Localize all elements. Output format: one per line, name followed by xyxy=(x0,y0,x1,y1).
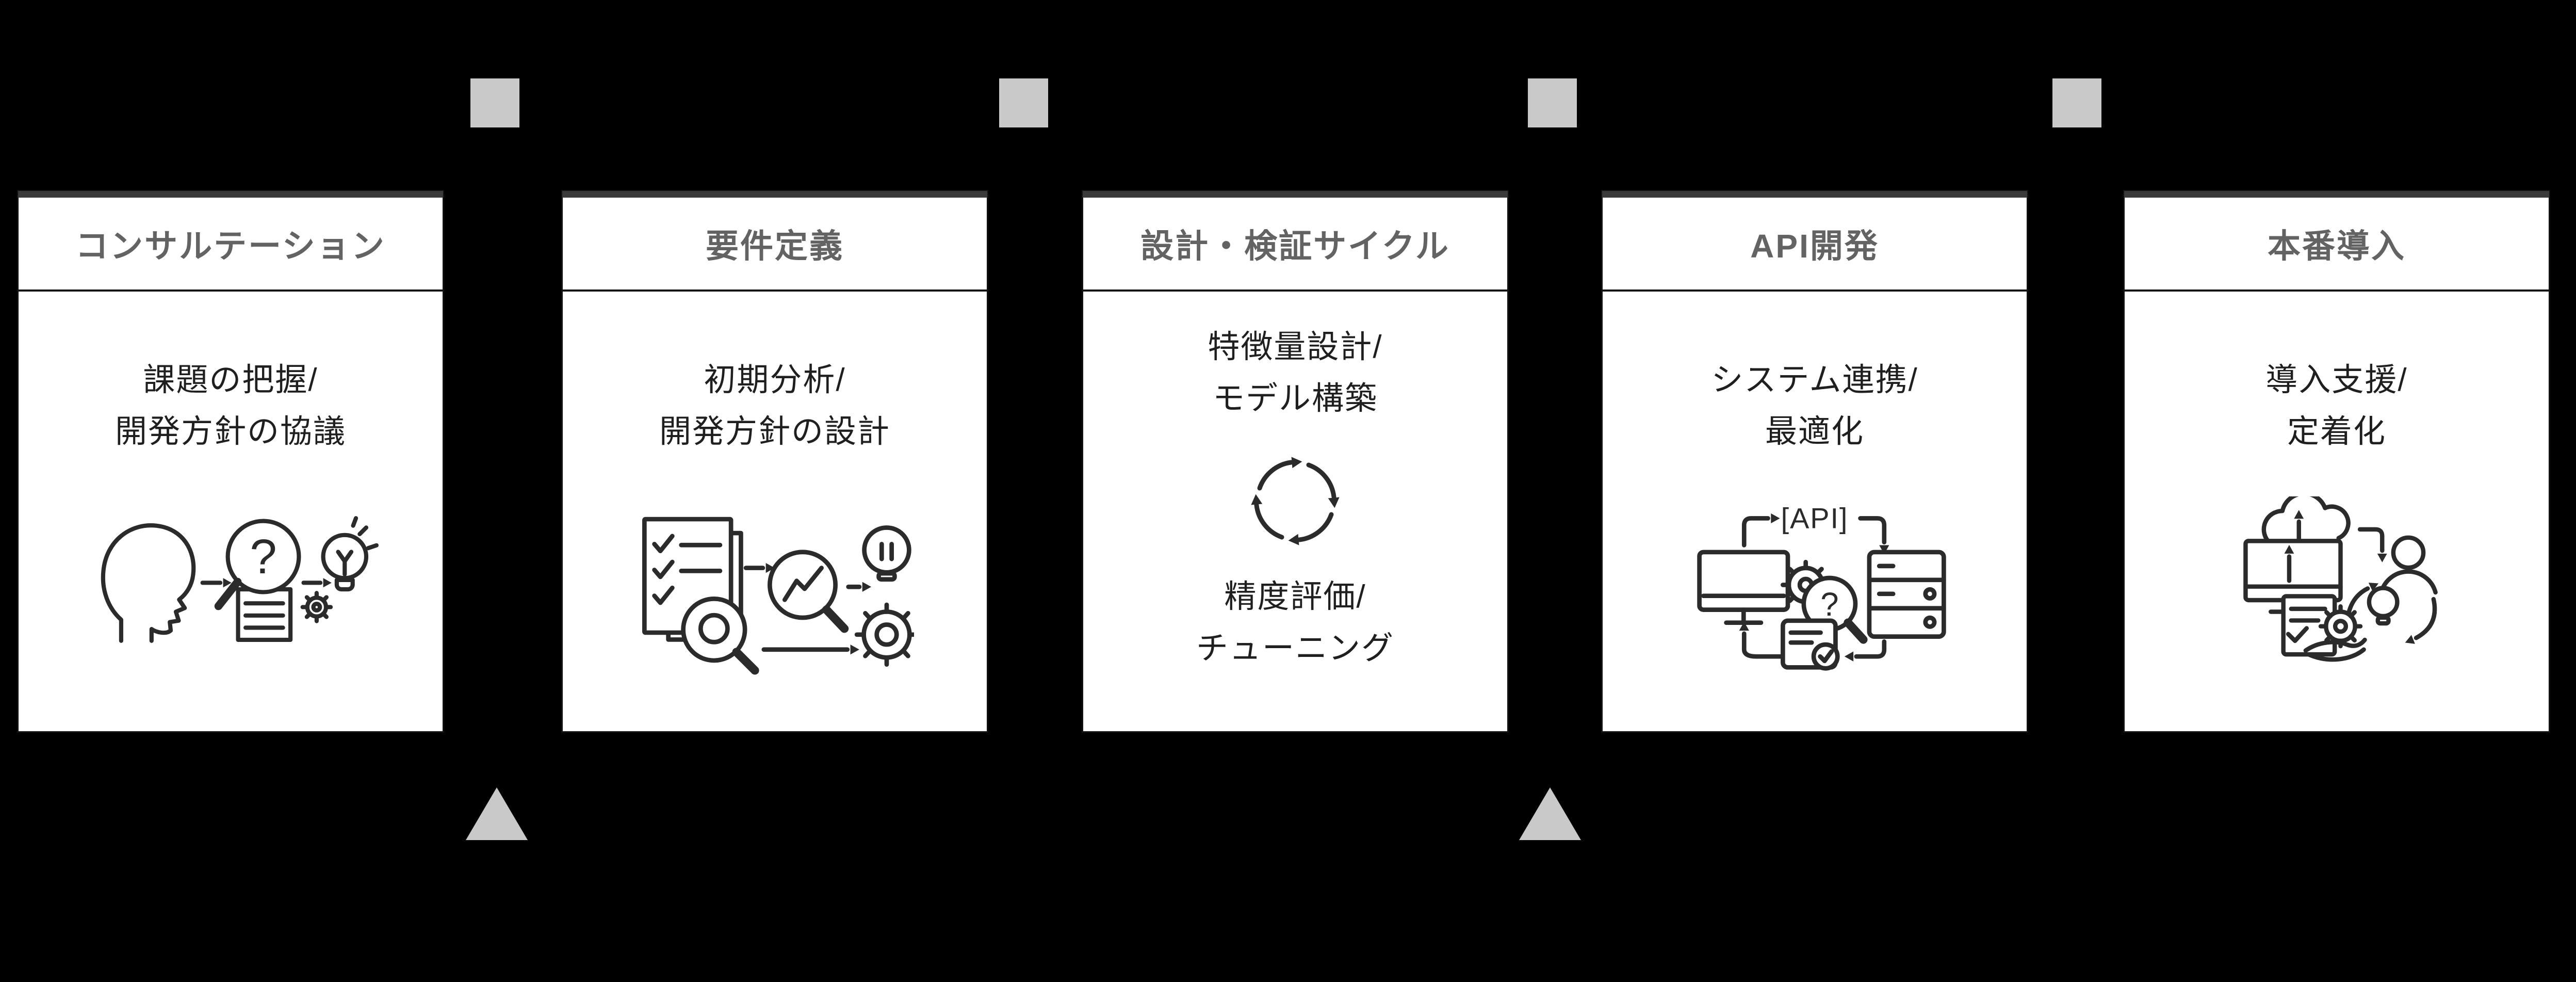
stage-body-line: 初期分析/ xyxy=(704,362,846,398)
stage-card-consultation: コンサルテーション 課題の把握/ 開発方針の協議 xyxy=(17,190,444,733)
analysis-flow-icon xyxy=(642,517,914,675)
stage-title: コンサルテーション xyxy=(75,228,386,265)
consultation-icon: ? xyxy=(101,516,379,643)
stage-title: 要件定義 xyxy=(706,228,844,265)
stage-body-line: 最適化 xyxy=(1765,414,1864,449)
api-integration-icon: [API] ? xyxy=(1697,502,1946,671)
stage-body: システム連携/ 最適化 xyxy=(1603,292,2027,731)
stage-header: 本番導入 xyxy=(2125,198,2549,292)
question-mark-glyph: ? xyxy=(1820,586,1838,623)
stage-top-bar xyxy=(1602,191,2027,198)
cycle-arrows-icon xyxy=(1251,457,1340,545)
stage-body-lower: 精度評価/ チューニング xyxy=(1196,571,1394,674)
connector-triangle xyxy=(1519,787,1581,840)
stage-body: 特徴量設計/ モデル構築 精度評価/ チューニング xyxy=(1083,292,1507,731)
api-label: [API] xyxy=(1781,502,1849,535)
stage-body-line: 開発方針の設計 xyxy=(659,414,890,449)
stage-body: 課題の把握/ 開発方針の協議 xyxy=(19,292,443,731)
stage-card-production: 本番導入 導入支援/ 定着化 xyxy=(2123,190,2550,733)
stage-body-line: システム連携/ xyxy=(1711,362,1918,398)
stage-header: API開発 xyxy=(1603,198,2027,292)
stage-top-bar xyxy=(18,191,443,198)
question-mark-glyph: ? xyxy=(250,529,276,584)
stage-header: 要件定義 xyxy=(563,198,987,292)
stage-body: 初期分析/ 開発方針の設計 xyxy=(563,292,987,731)
stage-body-line: 定着化 xyxy=(2287,414,2386,449)
stage-body: 導入支援/ 定着化 xyxy=(2125,292,2549,731)
connector-triangle xyxy=(466,787,528,840)
stage-title: 本番導入 xyxy=(2268,228,2406,265)
stage-body-line: 導入支援/ xyxy=(2265,362,2408,398)
connector-square xyxy=(999,78,1048,127)
stage-top-bar xyxy=(2124,191,2549,198)
stage-body-line: モデル構築 xyxy=(1212,381,1378,416)
stage-title: 設計・検証サイクル xyxy=(1140,228,1450,265)
stage-body-line: 課題の把握/ xyxy=(143,362,318,398)
stage-card-design-cycle: 設計・検証サイクル 特徴量設計/ モデル構築 精度評価/ チューニング xyxy=(1082,190,1509,733)
stage-body-line: 開発方針の協議 xyxy=(115,414,346,449)
stage-body-line: 精度評価/ xyxy=(1224,579,1366,615)
stage-body-line: チューニング xyxy=(1196,631,1394,666)
connector-square xyxy=(1528,78,1577,127)
stage-top-bar xyxy=(1083,191,1508,198)
connector-square xyxy=(470,78,519,127)
stage-card-requirements: 要件定義 初期分析/ 開発方針の設計 xyxy=(561,190,988,733)
stage-header: コンサルテーション xyxy=(19,198,443,292)
deployment-adoption-icon xyxy=(2243,496,2438,662)
stage-header: 設計・検証サイクル xyxy=(1083,198,1507,292)
stage-title: API開発 xyxy=(1750,228,1879,265)
connector-square xyxy=(2052,78,2101,127)
stage-body-line: 特徴量設計/ xyxy=(1208,329,1383,365)
stage-card-api-development: API開発 システム連携/ 最適化 xyxy=(1601,190,2028,733)
stage-top-bar xyxy=(562,191,987,198)
